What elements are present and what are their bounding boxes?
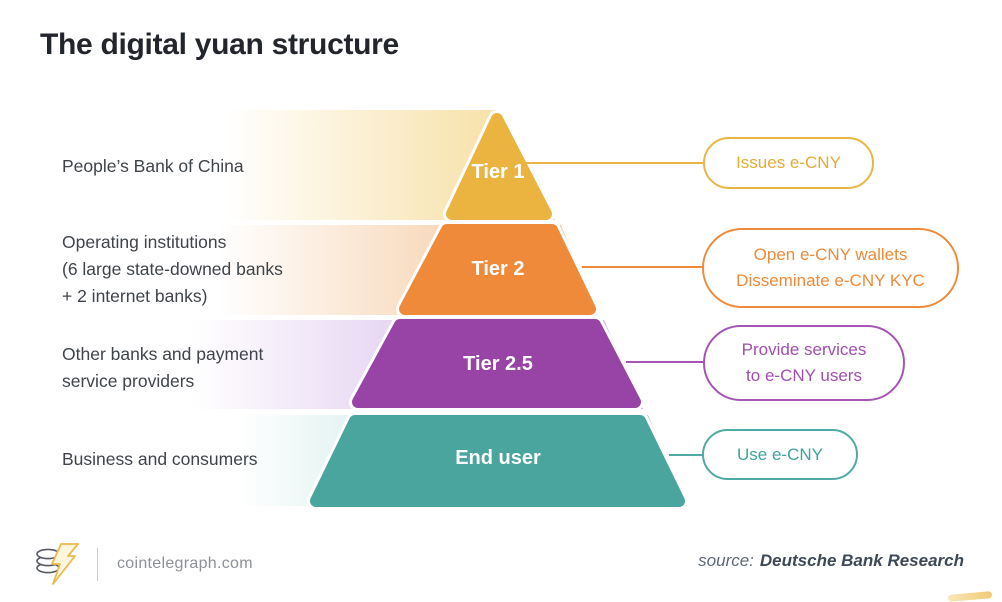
left-label-line: Other banks and payment xyxy=(62,344,264,364)
footer-site-url: cointelegraph.com xyxy=(117,555,253,572)
callout-line: Disseminate e-CNY KYC xyxy=(736,271,925,290)
page-title: The digital yuan structure xyxy=(40,28,399,61)
callout-line: to e-CNY users xyxy=(746,366,862,385)
callout-tier2-5: Provide services to e-CNY users xyxy=(703,325,905,401)
callout-line: Open e-CNY wallets xyxy=(753,245,908,264)
pyramid-end-user-shape xyxy=(310,415,685,507)
cointelegraph-logo-icon xyxy=(36,543,79,585)
callout-line: Use e-CNY xyxy=(737,444,823,464)
pyramid-tier2-5-shape xyxy=(352,319,641,408)
left-label-line: Business and consumers xyxy=(62,449,258,469)
left-label-line: People’s Bank of China xyxy=(62,156,244,176)
tier2-5-name: Tier 2.5 xyxy=(463,353,533,375)
source-credit: source: Deutsche Bank Research xyxy=(698,551,964,571)
left-label-end-user: Business and consumers xyxy=(62,446,258,473)
callout-end-user: Use e-CNY xyxy=(702,429,858,480)
end-user-name: End user xyxy=(455,447,541,469)
pyramid-tier2-shape xyxy=(399,224,596,315)
tier1-name: Tier 1 xyxy=(471,161,525,183)
left-label-line: service providers xyxy=(62,371,195,391)
left-label-tier2-5: Other banks and payment service provider… xyxy=(62,341,263,395)
left-label-tier2: Operating institutions (6 large state-do… xyxy=(62,229,283,310)
callout-line: Provide services xyxy=(741,340,867,359)
source-prefix: source: xyxy=(698,551,754,570)
left-label-line: Operating institutions xyxy=(62,232,227,252)
source-name: Deutsche Bank Research xyxy=(759,551,964,570)
left-label-tier1: People’s Bank of China xyxy=(62,153,244,180)
callout-tier2: Open e-CNY wallets Disseminate e-CNY KYC xyxy=(702,228,959,308)
callout-line: Issues e-CNY xyxy=(736,153,841,172)
tier2-name: Tier 2 xyxy=(471,258,525,280)
pyramid-tier1-shape xyxy=(446,113,552,220)
callout-tier1: Issues e-CNY xyxy=(703,137,874,189)
left-label-line: + 2 internet banks) xyxy=(62,286,208,306)
left-label-line: (6 large state-downed banks xyxy=(62,259,283,279)
footer-divider xyxy=(97,548,98,581)
